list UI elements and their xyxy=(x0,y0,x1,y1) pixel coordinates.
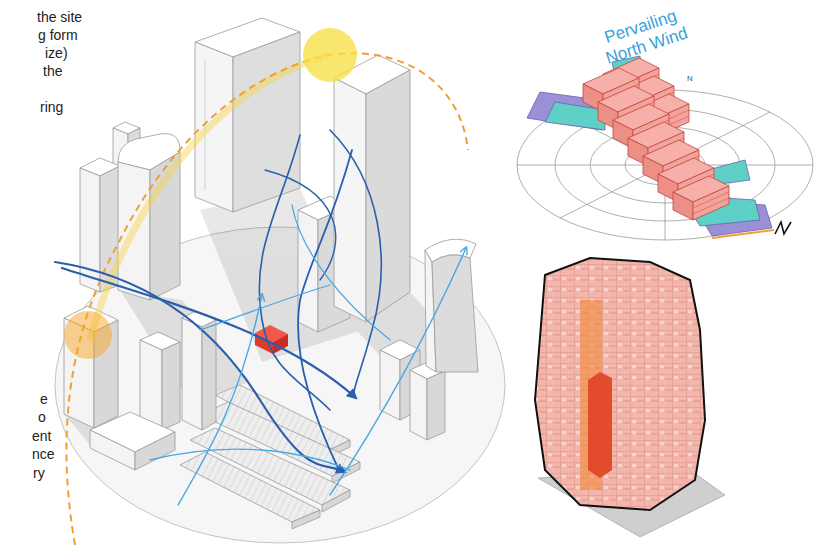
terraced-building xyxy=(322,490,350,512)
description-fragment: ring xyxy=(40,99,63,116)
sun-path xyxy=(66,53,468,545)
description-fragment: nce xyxy=(32,446,55,463)
wind-flow-arrow xyxy=(330,130,381,392)
description-fragment: ry xyxy=(33,465,45,482)
wind-flow-arrow xyxy=(330,248,466,495)
sun-symbol xyxy=(64,28,357,359)
wind-rose xyxy=(517,90,813,240)
wind-rose-petal xyxy=(712,230,774,238)
wind-stair-volume xyxy=(673,176,729,220)
compass-letter: N xyxy=(686,74,694,84)
sun-symbol xyxy=(303,28,357,82)
description-fragment: ize) xyxy=(45,45,68,62)
north-arrow-symbol xyxy=(775,222,791,234)
wind-flow-arrow xyxy=(178,295,262,505)
building-block xyxy=(90,430,135,470)
terraced-building xyxy=(180,452,320,522)
building-block xyxy=(410,370,427,440)
building-block xyxy=(366,70,410,322)
description-fragment: the site xyxy=(37,9,82,26)
wind-flow-arrow xyxy=(62,268,356,398)
building-block xyxy=(233,32,300,212)
wind-rose xyxy=(517,90,813,240)
building-block xyxy=(334,78,366,322)
building-block xyxy=(298,210,318,332)
wind-flow-arrow xyxy=(298,150,352,468)
sun-path xyxy=(66,53,468,545)
wind-flow-arrow xyxy=(150,449,350,470)
building-block xyxy=(162,342,180,430)
building-block xyxy=(182,318,202,430)
description-fragment: ent xyxy=(32,428,51,445)
description-fragment: g form xyxy=(38,27,78,44)
building-block xyxy=(427,371,445,440)
building-block xyxy=(80,168,100,292)
wind-flow-arrow xyxy=(292,205,390,340)
building-block xyxy=(64,18,478,470)
description-fragment: the xyxy=(43,63,62,80)
wind-stair-volume xyxy=(583,58,729,220)
wind-rose-petal xyxy=(527,56,774,238)
wind-flow-arrow xyxy=(265,170,336,280)
building-block xyxy=(140,340,162,430)
wind-flow-arrow xyxy=(55,262,345,472)
wind-flow-arrow xyxy=(55,130,466,505)
wind-flow-arrow xyxy=(200,285,330,330)
sun-path xyxy=(90,55,330,340)
terraced-building xyxy=(292,510,320,529)
building-block xyxy=(135,432,175,470)
description-fragment: e xyxy=(40,391,48,408)
north-arrow-symbol xyxy=(775,222,791,234)
massing-model xyxy=(535,258,705,510)
wind-rose xyxy=(517,90,813,240)
massing-model xyxy=(588,372,612,478)
sun-symbol xyxy=(64,311,112,359)
wind-label: Pervailing North Wind xyxy=(590,2,698,72)
massing-model xyxy=(535,258,725,537)
description-fragment: o xyxy=(38,409,46,426)
wind-flow-arrow xyxy=(259,135,330,410)
